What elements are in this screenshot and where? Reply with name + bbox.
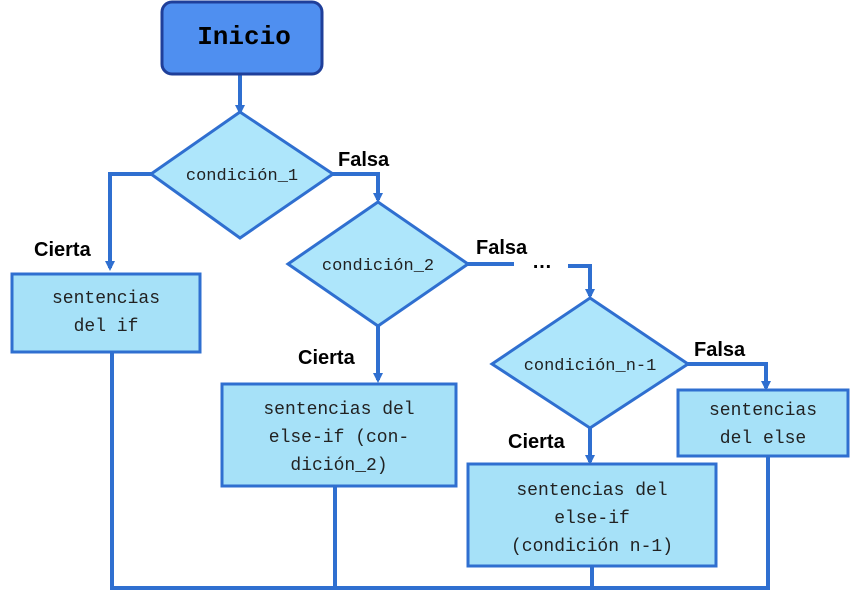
decision-1-label: condición_1 (186, 167, 298, 186)
label-true-1: Cierta (34, 239, 92, 261)
box-if: sentencias del if (10, 272, 202, 354)
box-elseif-2-line-3: dición_2) (290, 456, 387, 476)
box-if-line-1: sentencias (52, 289, 160, 309)
box-elseif-n-1-line-1: sentencias del (516, 481, 667, 501)
decision-n-1: condición_n-1 (489, 296, 691, 430)
decision-n-1-label: condición_n-1 (524, 357, 657, 376)
box-elseif-n-1: sentencias del else-if (condición n-1) (466, 462, 718, 568)
label-false-1: Falsa (338, 149, 390, 171)
label-true-2: Cierta (298, 347, 356, 369)
label-false-n: Falsa (694, 339, 746, 361)
box-elseif-2-line-1: sentencias del (263, 400, 414, 420)
start-node: Inicio (160, 0, 324, 76)
box-elseif-n-1-line-3: (condición n-1) (511, 537, 673, 557)
box-elseif-2-line-2: else-if (con- (269, 428, 409, 448)
label-false-2: Falsa (476, 237, 528, 259)
box-elseif-n-1-line-2: else-if (554, 509, 630, 529)
connector-d1-true (105, 172, 153, 271)
box-else: sentencias del else (676, 388, 850, 458)
start-label: Inicio (197, 22, 291, 52)
decision-2: condición_2 (285, 200, 471, 328)
box-if-line-2: del if (74, 317, 139, 337)
connector-dn-false (686, 362, 771, 391)
decision-1: condición_1 (148, 110, 336, 240)
label-true-n: Cierta (508, 431, 566, 453)
label-ellipsis: … (532, 251, 552, 273)
box-else-line-2: del else (720, 429, 806, 449)
connectors (105, 74, 771, 590)
box-elseif-2: sentencias del else-if (con- dición_2) (220, 382, 458, 488)
box-else-line-1: sentencias (709, 401, 817, 421)
connector-d1-false (331, 172, 383, 203)
connector-ellipsis-to-dn (568, 264, 595, 299)
decision-2-label: condición_2 (322, 257, 434, 276)
